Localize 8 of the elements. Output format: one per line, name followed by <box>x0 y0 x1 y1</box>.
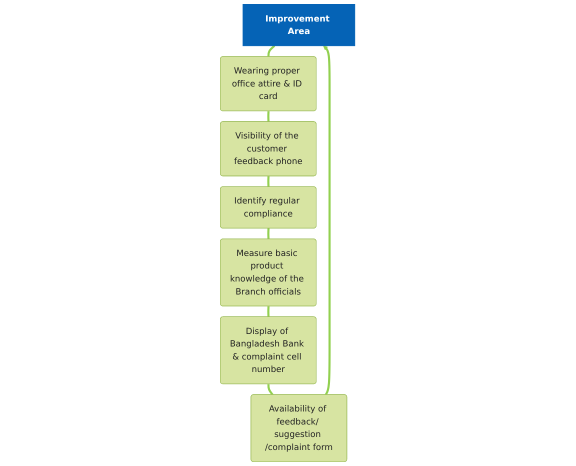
connector <box>268 228 270 240</box>
connector <box>268 176 270 187</box>
connector <box>268 384 274 396</box>
node-box: Improvement Area <box>243 4 356 46</box>
connector <box>268 45 276 57</box>
connector <box>268 110 270 122</box>
connector <box>268 306 270 318</box>
arrow <box>324 46 332 396</box>
